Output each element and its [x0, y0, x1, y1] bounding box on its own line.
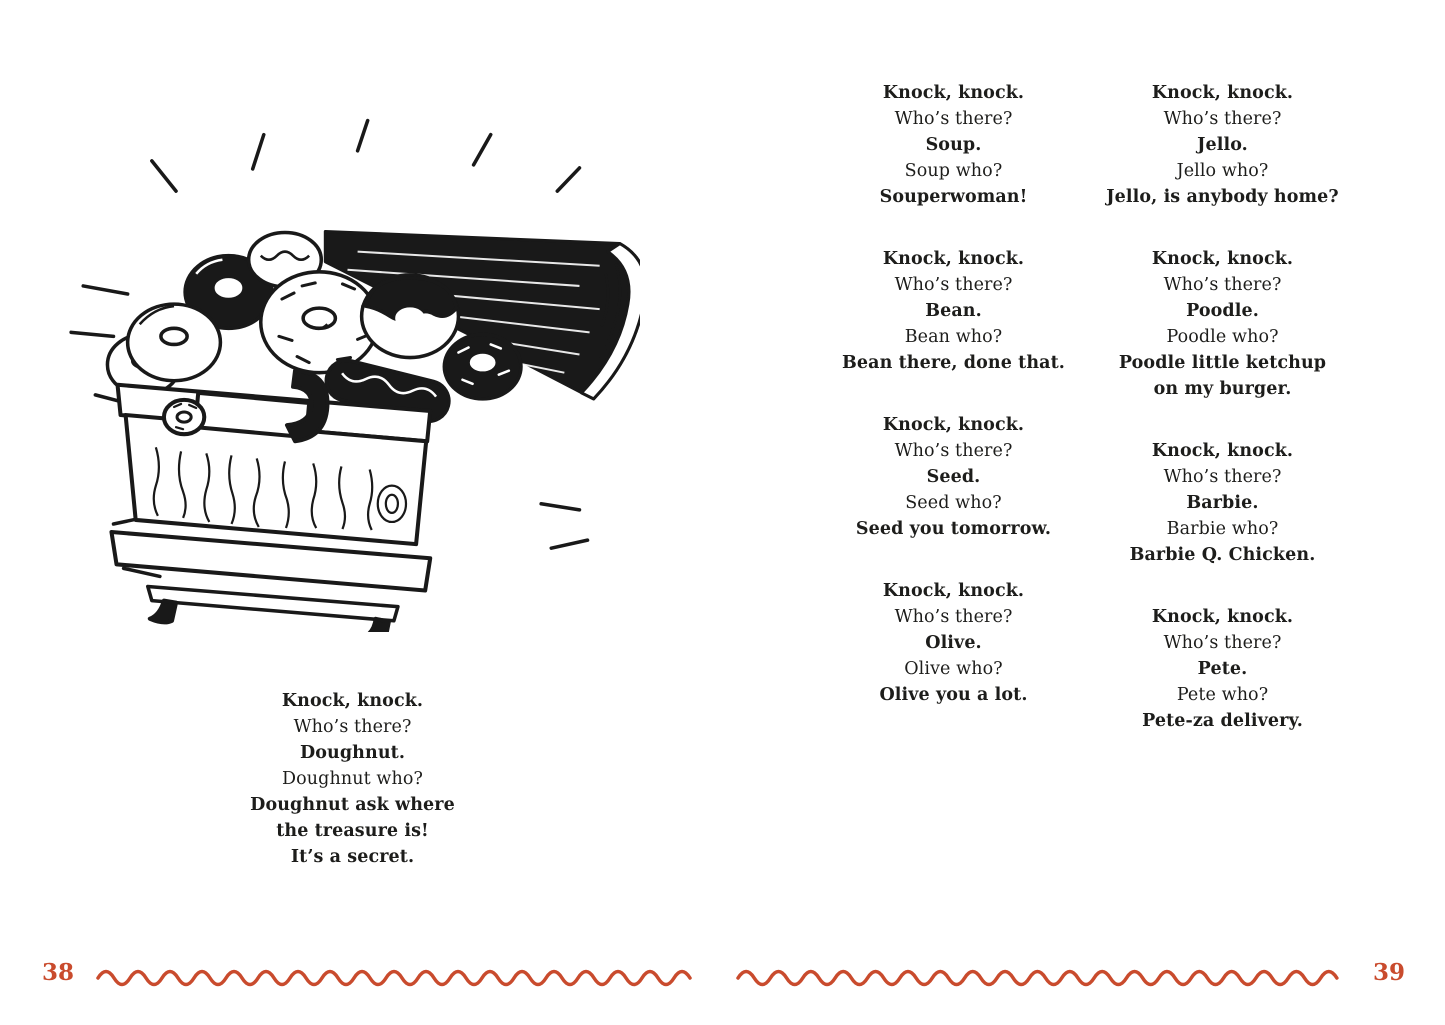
joke-line-bold: Knock, knock. [882, 415, 1025, 435]
joke-line-bold: Bean. [925, 301, 982, 321]
knock-knock-joke: Knock, knock. Who’s there? Barbie. Barbie w… [1070, 438, 1375, 568]
knock-knock-joke: Knock, knock. Who’s there? Olive. Olive who… [806, 578, 1101, 708]
joke-line: Bean who? [904, 327, 1003, 347]
joke-line-bold: Knock, knock. [1151, 607, 1294, 627]
knock-knock-joke: Knock, knock. Who’s there? Poodle. Poodle w… [1070, 246, 1375, 402]
page-number-right: 39 [1372, 959, 1405, 986]
joke-line: Seed who? [905, 493, 1002, 513]
knock-knock-joke: Knock, knock. Who’s there? Jello. Jello who… [1070, 80, 1375, 210]
joke-line-bold: Barbie. [1186, 493, 1259, 513]
right-page-column-1: Knock, knock. Who’s there? Soup. Soup who? S… [806, 80, 1101, 708]
joke-line-bold: Barbie Q. Chicken. [1129, 545, 1316, 565]
joke-line-bold: Doughnut. [299, 743, 406, 763]
joke-line-bold: Olive. [925, 633, 982, 653]
joke-line-bold: Seed. [926, 467, 981, 487]
joke-line-bold: on my burger. [1153, 379, 1292, 399]
wavy-divider-left [96, 969, 692, 987]
joke-line-bold: Knock, knock. [882, 581, 1025, 601]
knock-knock-joke: Knock, knock. Who’s there? Bean. Bean who? B… [806, 246, 1101, 376]
joke-line-bold: Doughnut ask where [250, 795, 455, 815]
joke-line-bold: the treasure is! [276, 821, 429, 841]
joke-line-bold: Poodle little ketchup [1118, 353, 1327, 373]
joke-line-bold: Olive you a lot. [879, 685, 1028, 705]
joke-line-bold: Knock, knock. [882, 83, 1025, 103]
joke-line: Olive who? [904, 659, 1003, 679]
chest-clasp [161, 368, 330, 444]
wavy-divider-right [736, 969, 1339, 987]
joke-line: Jello who? [1176, 161, 1269, 181]
joke-line: Who’s there? [1163, 275, 1282, 295]
joke-line: Poodle who? [1166, 327, 1279, 347]
joke-line-bold: Jello, is anybody home? [1106, 187, 1339, 207]
joke-line: Soup who? [904, 161, 1003, 181]
joke-line: Who’s there? [1163, 109, 1282, 129]
joke-line-bold: Knock, knock. [281, 691, 424, 711]
joke-line: Barbie who? [1166, 519, 1279, 539]
knock-knock-joke: Knock, knock. Who’s there? Doughnut. Doughn… [175, 688, 530, 870]
knock-knock-joke: Knock, knock. Who’s there? Pete. Pete who? P… [1070, 604, 1375, 734]
joke-line-bold: Souperwoman! [879, 187, 1028, 207]
joke-line: Who’s there? [1163, 467, 1282, 487]
joke-line-bold: Knock, knock. [882, 249, 1025, 269]
left-page-joke: Knock, knock. Who’s there? Doughnut. Doughn… [175, 688, 530, 870]
joke-line-bold: Knock, knock. [1151, 83, 1294, 103]
joke-line: Who’s there? [894, 275, 1013, 295]
joke-line-bold: Seed you tomorrow. [855, 519, 1052, 539]
joke-line-bold: Soup. [925, 135, 982, 155]
joke-line: Who’s there? [1163, 633, 1282, 653]
joke-line-bold: Bean there, done that. [842, 353, 1065, 373]
joke-line: Pete who? [1176, 685, 1269, 705]
joke-line-bold: Knock, knock. [1151, 441, 1294, 461]
joke-line: Who’s there? [894, 441, 1013, 461]
joke-line: Who’s there? [894, 109, 1013, 129]
right-page-column-2: Knock, knock. Who’s there? Jello. Jello who… [1070, 80, 1375, 734]
joke-line-bold: Poodle. [1186, 301, 1259, 321]
page-number-left: 38 [42, 959, 75, 986]
joke-line-bold: Pete. [1197, 659, 1248, 679]
joke-line: Who’s there? [894, 607, 1013, 627]
knock-knock-joke: Knock, knock. Who’s there? Seed. Seed who? S… [806, 412, 1101, 542]
joke-line: Doughnut who? [282, 769, 423, 789]
treasure-chest-doughnuts-illustration [55, 72, 648, 642]
treasure-chest-doughnuts-drawing [69, 118, 648, 642]
knock-knock-joke: Knock, knock. Who’s there? Soup. Soup who? S… [806, 80, 1101, 210]
joke-line-bold: It’s a secret. [290, 847, 415, 867]
joke-line-bold: Jello. [1197, 135, 1248, 155]
joke-line-bold: Pete-za delivery. [1142, 711, 1303, 731]
sparkle-lines [69, 118, 590, 579]
joke-line: Who’s there? [293, 717, 412, 737]
joke-line-bold: Knock, knock. [1151, 249, 1294, 269]
